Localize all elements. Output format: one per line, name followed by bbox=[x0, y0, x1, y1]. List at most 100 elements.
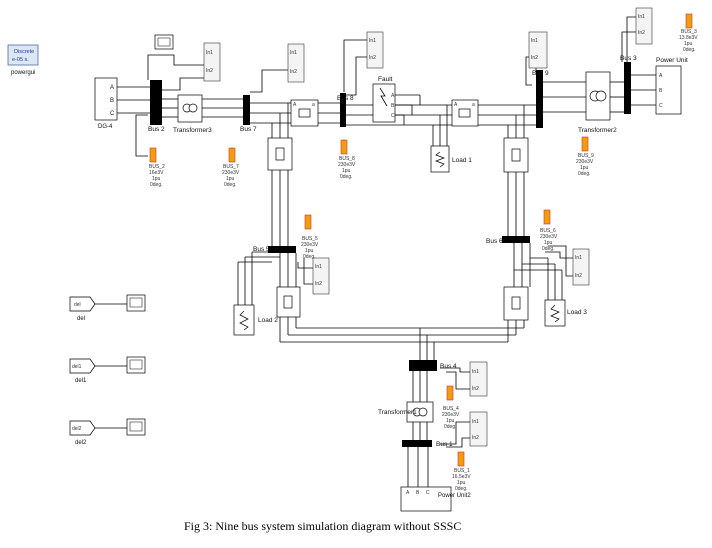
bus-5[interactable]: Bus 5 bbox=[253, 246, 296, 253]
fault-label: Fault bbox=[378, 76, 393, 83]
load-3[interactable]: Load 3 bbox=[544, 299, 587, 327]
svg-text:del1: del1 bbox=[72, 364, 82, 370]
bus-5-info: BUS_5 230e3V 1pu 0deg. bbox=[301, 214, 319, 260]
svg-text:In2: In2 bbox=[472, 435, 479, 441]
svg-text:In1: In1 bbox=[472, 419, 479, 425]
del-scope-2[interactable] bbox=[126, 418, 146, 436]
load-3-label: Load 3 bbox=[567, 309, 587, 316]
svg-text:0deg.: 0deg. bbox=[303, 254, 316, 260]
bus-6-info: BUS_6 230e3V 1pu 0deg. bbox=[540, 209, 558, 252]
svg-text:BUS_3: BUS_3 bbox=[681, 29, 697, 35]
port-c: C bbox=[110, 111, 115, 117]
svg-text:del: del bbox=[77, 316, 85, 322]
svg-text:1pu: 1pu bbox=[226, 176, 235, 182]
scope-bus2[interactable]: In1 In2 bbox=[203, 42, 221, 82]
scope-bus9[interactable]: In1 In2 bbox=[528, 31, 548, 69]
fault-block[interactable]: A B C Fault bbox=[372, 76, 396, 123]
bus-9-label: Bus 9 bbox=[532, 70, 549, 77]
transformer-1[interactable]: Transformer1 bbox=[378, 401, 434, 423]
svg-text:0deg.: 0deg. bbox=[150, 182, 163, 188]
scope-bus3[interactable]: In1 In2 bbox=[635, 7, 653, 45]
figure-caption: Fig 3: Nine bus system simulation diagra… bbox=[184, 519, 461, 533]
del-block-1[interactable]: del1 del1 bbox=[69, 358, 96, 384]
load-1[interactable]: Load 1 bbox=[430, 145, 472, 173]
transformer-2[interactable]: Transformer2 bbox=[578, 71, 617, 134]
svg-text:In1: In1 bbox=[206, 50, 213, 56]
svg-text:In1: In1 bbox=[638, 14, 645, 20]
transformer-3-label: Transformer3 bbox=[173, 127, 212, 134]
bus-2[interactable]: Bus 2 bbox=[148, 80, 165, 133]
bus-9-info: BUS_9 230e3V 1pu 0deg. bbox=[576, 136, 594, 177]
bus-5-label: Bus 5 bbox=[253, 246, 270, 253]
svg-text:In1: In1 bbox=[369, 38, 376, 44]
svg-text:a: a bbox=[312, 102, 315, 108]
del-scope-1[interactable] bbox=[126, 356, 146, 374]
bus-9[interactable]: Bus 9 bbox=[532, 70, 549, 128]
line-block-7-8[interactable]: A a bbox=[290, 99, 319, 127]
svg-text:A: A bbox=[293, 102, 297, 108]
svg-text:BUS_4: BUS_4 bbox=[443, 406, 459, 412]
svg-text:BUS_5: BUS_5 bbox=[302, 236, 318, 242]
svg-text:del2: del2 bbox=[72, 426, 82, 432]
svg-text:230e3V: 230e3V bbox=[338, 162, 356, 168]
dg4-generator[interactable]: A B C DG-4 bbox=[94, 77, 118, 130]
svg-text:A: A bbox=[391, 93, 395, 99]
svg-text:In2: In2 bbox=[315, 281, 322, 287]
svg-text:A: A bbox=[659, 73, 663, 79]
svg-text:C: C bbox=[391, 113, 395, 119]
line-block-6-4[interactable] bbox=[503, 286, 529, 321]
bus-4[interactable]: Bus 4 bbox=[409, 360, 457, 371]
bus-8[interactable]: Bus 8 bbox=[337, 93, 354, 127]
svg-text:In2: In2 bbox=[290, 69, 297, 75]
del-block-2[interactable]: del2 del2 bbox=[69, 420, 96, 446]
bus-7[interactable]: Bus 7 bbox=[240, 95, 257, 133]
bus-3[interactable]: Bus 3 bbox=[620, 55, 637, 114]
scope-bus6[interactable]: In1 In2 bbox=[572, 248, 590, 286]
bus-6[interactable]: Bus 6 bbox=[486, 236, 530, 245]
svg-text:1pu: 1pu bbox=[544, 240, 553, 246]
power-unit-2[interactable]: A B C Power Unit2 bbox=[400, 486, 471, 512]
svg-text:In1: In1 bbox=[472, 369, 479, 375]
scope-bus8[interactable]: In1 In2 bbox=[366, 31, 384, 69]
bus-7-label: Bus 7 bbox=[240, 126, 257, 133]
load-2[interactable]: Load 2 bbox=[233, 304, 278, 336]
scope-bus4[interactable]: In1 In2 bbox=[469, 361, 488, 397]
svg-text:230e3V: 230e3V bbox=[576, 159, 594, 165]
bus-6-label: Bus 6 bbox=[486, 238, 503, 245]
bus-1-info: BUS_1 16.5e3V 1pu 0deg. bbox=[452, 451, 471, 492]
scope-bus1[interactable]: In1 In2 bbox=[469, 411, 488, 447]
line-block-9-6[interactable] bbox=[503, 137, 529, 173]
bus-1[interactable]: Bus 1 bbox=[402, 440, 453, 448]
port-a: A bbox=[110, 85, 114, 91]
svg-text:0deg.: 0deg. bbox=[542, 246, 555, 252]
bus-2-info: BUS_2 16e3V 1pu 0deg. bbox=[149, 147, 165, 188]
scope-bus7[interactable]: In1 In2 bbox=[287, 43, 305, 83]
svg-text:BUS_6: BUS_6 bbox=[540, 228, 556, 234]
del-scope-0[interactable] bbox=[126, 294, 146, 312]
scope-bus5[interactable]: In1 In2 bbox=[312, 257, 330, 295]
svg-text:In2: In2 bbox=[575, 273, 582, 279]
line-block-8-9[interactable]: A a bbox=[451, 99, 479, 127]
svg-text:0deg.: 0deg. bbox=[340, 174, 353, 180]
del-block-0[interactable]: del del bbox=[69, 296, 96, 322]
power-unit[interactable]: A B C Power Unit bbox=[655, 57, 688, 115]
svg-text:del2: del2 bbox=[75, 440, 87, 446]
svg-text:13.8e3V: 13.8e3V bbox=[679, 35, 698, 41]
bus-4-info: BUS_4 230e3V 1pu 0deg. bbox=[442, 385, 460, 430]
svg-text:del: del bbox=[74, 302, 81, 308]
svg-text:1pu: 1pu bbox=[580, 165, 589, 171]
bus-3-label: Bus 3 bbox=[620, 55, 637, 62]
transformer-1-label: Transformer1 bbox=[378, 409, 417, 416]
powergui-label: powergui bbox=[11, 70, 35, 76]
svg-text:BUS_7: BUS_7 bbox=[223, 164, 239, 170]
svg-text:0deg.: 0deg. bbox=[444, 424, 457, 430]
svg-text:B: B bbox=[416, 490, 420, 496]
power-unit-2-label: Power Unit2 bbox=[438, 493, 471, 499]
scope-display-top[interactable] bbox=[154, 34, 174, 50]
powergui-block[interactable]: Discrete e-05 s. powergui bbox=[7, 44, 39, 76]
line-block-7-5[interactable] bbox=[267, 137, 293, 171]
svg-text:230e3V: 230e3V bbox=[540, 234, 558, 240]
line-block-5-4[interactable] bbox=[276, 286, 301, 318]
transformer-3[interactable]: Transformer3 bbox=[173, 94, 212, 134]
